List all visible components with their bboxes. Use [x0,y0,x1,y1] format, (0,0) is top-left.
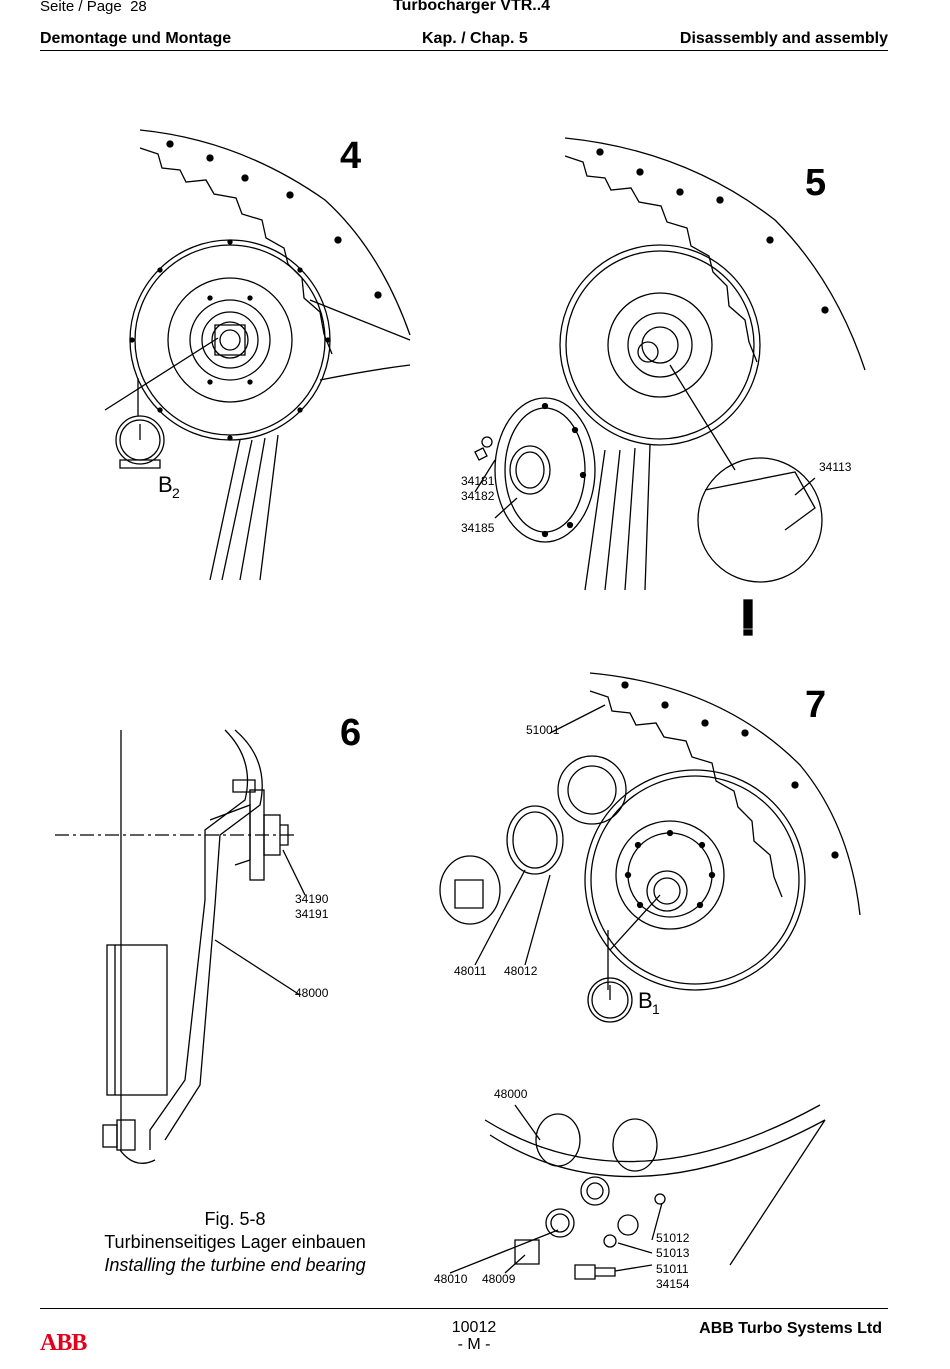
figure-5-drawing: 34181 34182 34185 34113 [461,137,866,636]
figure-caption: Fig. 5-8 Turbinenseitiges Lager einbauen… [40,1208,430,1277]
gauge-b2-label: B [158,472,173,497]
figure-6-number: 6 [340,712,362,754]
figure-7-number: 7 [805,684,827,726]
abb-logo: ABB [40,1330,87,1356]
footer-rule [40,1308,888,1309]
figure-5-number: 5 [805,162,827,204]
label-48000-fig6: 48000 [295,986,329,1000]
label-48010: 48010 [434,1272,468,1286]
gauge-b1-label: B [638,988,653,1013]
label-34181: 34181 [461,474,495,488]
figure-4-drawing: B 2 [104,129,411,581]
header-rule [40,50,888,51]
figure-6-drawing: 34190 34191 48000 [55,729,329,1164]
label-48009: 48009 [482,1272,516,1286]
chapter-label: Kap. / Chap. 5 [422,30,528,47]
product-title: Turbocharger VTR..4 [393,0,551,14]
label-34185: 34185 [461,521,495,535]
doc-number: 10012 [451,1319,497,1336]
label-34113: 34113 [819,460,852,474]
label-51013: 51013 [656,1246,690,1260]
label-34154: 34154 [656,1277,690,1291]
label-51001: 51001 [526,723,560,737]
label-51011: 51011 [656,1262,689,1276]
label-48000-fig7: 48000 [494,1087,528,1101]
revision-mark: - M - [457,1336,491,1353]
caption-line-en: Installing the turbine end bearing [104,1255,366,1275]
section-title-en: Disassembly and assembly [679,30,888,47]
gauge-b1-sub: 1 [652,1001,660,1017]
label-34190: 34190 [295,892,329,906]
figure-7-drawing: 51001 48011 48012 48000 51012 51013 5101… [434,672,861,1291]
section-title-de: Demontage und Montage [40,30,232,47]
company-name: ABB Turbo Systems Ltd [699,1320,882,1337]
page-number: 28 [130,0,147,15]
caption-fig-id: Fig. 5-8 [204,1209,266,1229]
figure-4-number: 4 [340,135,362,177]
label-48011: 48011 [454,964,487,978]
caption-line-de: Turbinenseitiges Lager einbauen [104,1232,366,1252]
label-34182: 34182 [461,489,495,503]
gauge-b2-sub: 2 [172,485,180,501]
label-34191: 34191 [295,907,329,921]
page-label: Seite / Page 28 [40,0,147,15]
label-51012: 51012 [656,1231,690,1245]
label-48012: 48012 [504,964,538,978]
